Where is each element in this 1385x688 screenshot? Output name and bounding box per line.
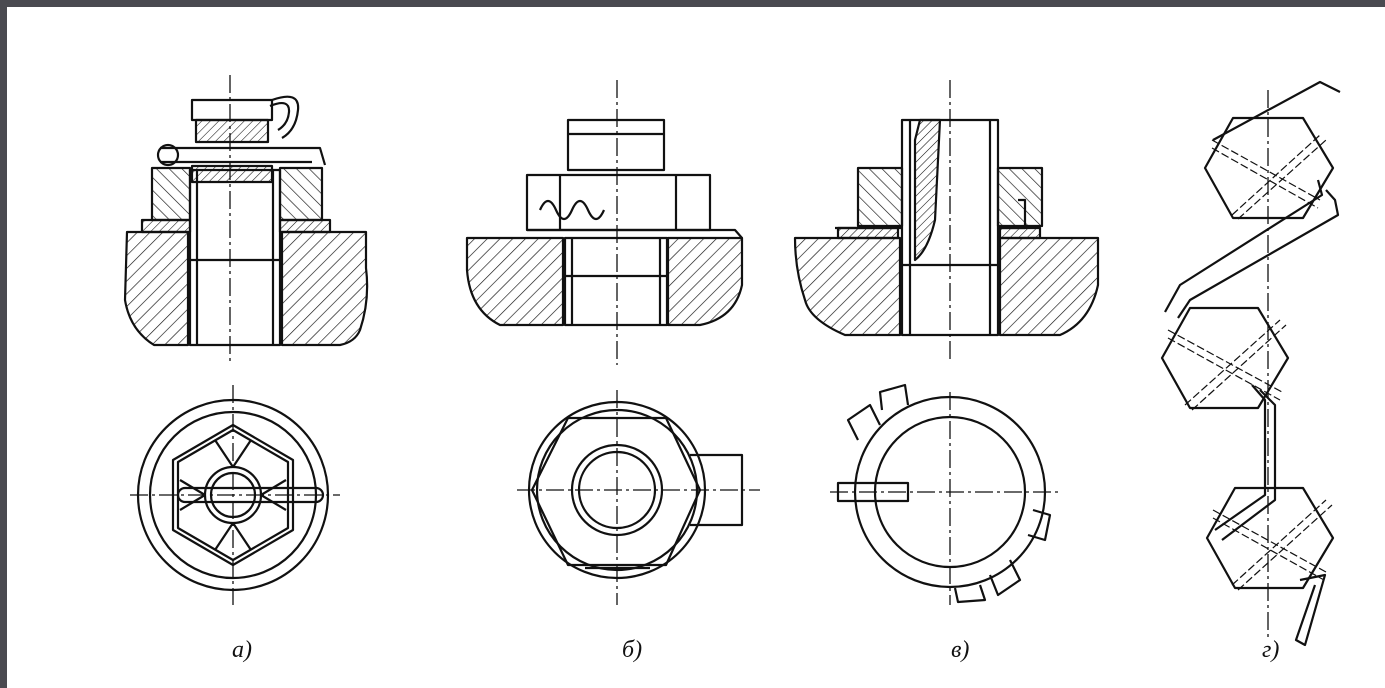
- drawing-sheet: а) б) в) г): [7, 7, 1385, 688]
- technical-drawing: [123, 75, 1341, 647]
- figure-a-section: [123, 95, 369, 347]
- figure-v-plan: [836, 383, 1052, 604]
- figure-g-wire-lock: [1160, 80, 1341, 647]
- figure-b-section: [465, 118, 744, 327]
- figure-label-g: г): [1262, 637, 1280, 663]
- figure-label-a: а): [232, 637, 252, 663]
- figure-label-v: в): [951, 637, 970, 663]
- figure-v-section: [793, 118, 1100, 337]
- figure-label-b: б): [622, 637, 643, 663]
